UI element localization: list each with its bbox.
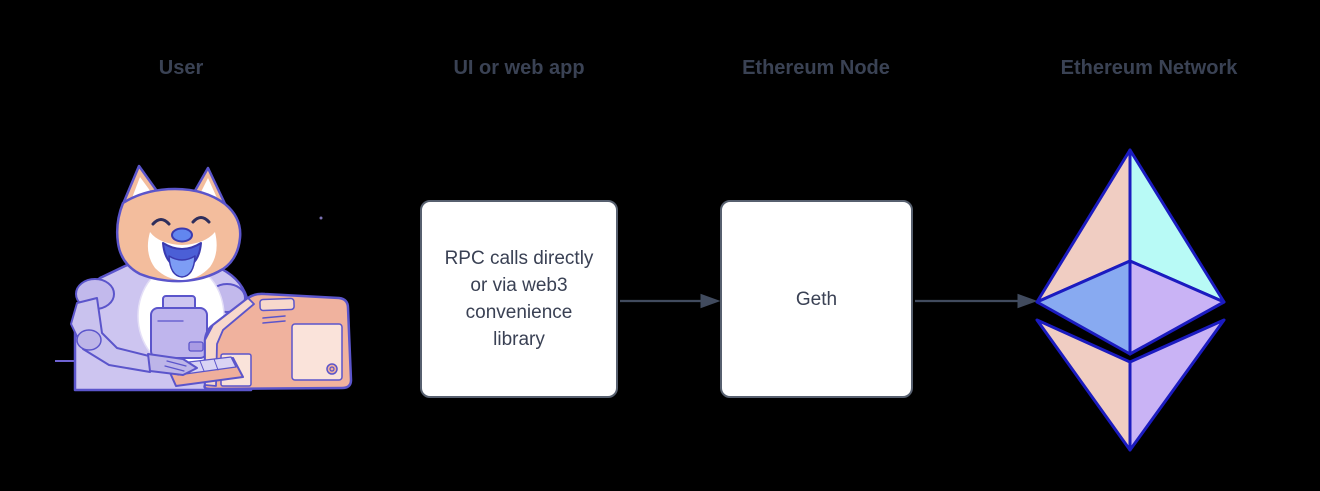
eth-facet-mid-right — [1128, 259, 1226, 356]
chest-pack-button — [188, 341, 204, 352]
finger-line — [166, 360, 187, 367]
computer-handle — [259, 297, 295, 312]
computer-port — [326, 363, 338, 375]
geth-box: Geth — [720, 200, 913, 398]
rpc-line-4: library — [493, 329, 545, 350]
arrow-rpc-to-geth-head — [700, 293, 721, 309]
nose — [171, 227, 193, 243]
rpc-line-3: convenience — [465, 302, 573, 323]
robot-hand — [147, 353, 198, 376]
network-column-title: Ethereum Network — [1060, 57, 1238, 79]
ui-column-title: UI or web app — [453, 57, 585, 79]
rpc-line-1: RPC calls directly — [444, 248, 594, 269]
computer-vent — [262, 320, 286, 324]
key-divider — [199, 360, 205, 372]
computer-vent — [262, 315, 286, 319]
ethereum-logo — [1035, 148, 1226, 452]
key-divider — [213, 358, 219, 371]
user-column-title: User — [158, 57, 204, 79]
eth-facet-bottom-right — [1128, 318, 1226, 452]
rpc-line-2: or via web3 — [470, 275, 568, 296]
robot-elbow — [76, 329, 102, 351]
tongue — [168, 255, 196, 278]
sparkle-dot — [319, 216, 323, 220]
left-eye — [151, 218, 171, 226]
computer-port-inner — [329, 366, 335, 372]
node-column-title: Ethereum Node — [742, 57, 890, 79]
right-eye — [191, 216, 211, 224]
arrow-geth-to-network-head — [1017, 293, 1038, 309]
finger-line — [164, 365, 185, 372]
rpc-calls-text: RPC calls directly or via web3 convenien… — [445, 245, 594, 353]
geth-label: Geth — [795, 288, 838, 310]
doge-astronaut-illustration — [55, 164, 353, 392]
rpc-calls-box: RPC calls directly or via web3 convenien… — [420, 200, 618, 398]
